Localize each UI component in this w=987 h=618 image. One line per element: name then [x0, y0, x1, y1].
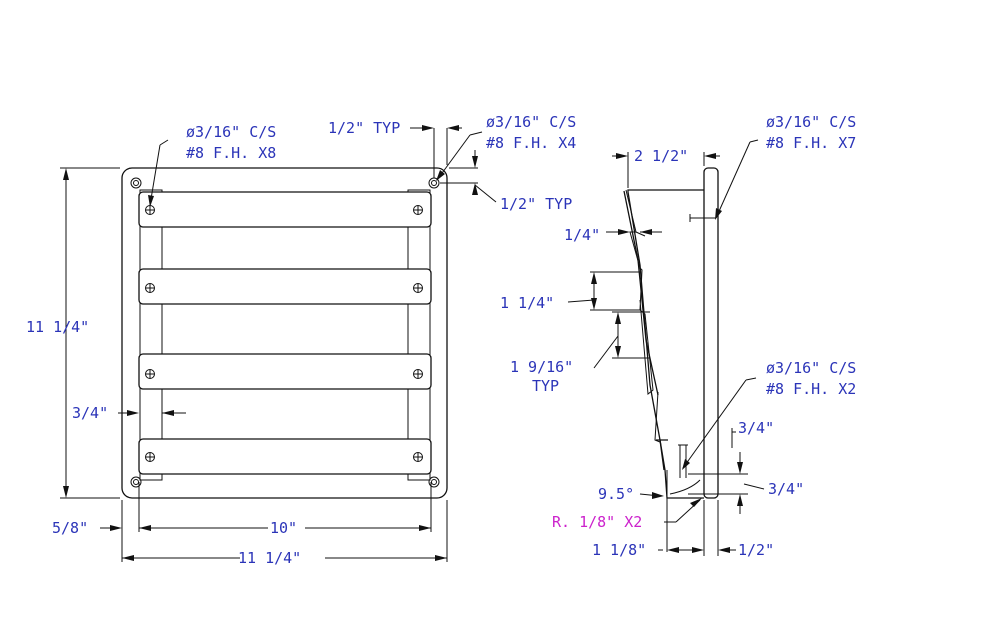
side-bottom-offset-dim: 3/4": [738, 419, 774, 437]
louver-blade: [138, 268, 432, 305]
right-rail: [407, 189, 431, 481]
front-inset-dim: 3/4": [72, 404, 108, 422]
side-bottom-offset-dim-2: 3/4": [768, 480, 804, 498]
side-hole-callout-x7-size: #8 F.H. X7: [766, 134, 856, 152]
front-height-dim: 11 1/4": [26, 318, 89, 336]
front-view: ø3/16" C/S #8 F.H. X8 1/2" TYP ø3/16" C/…: [26, 113, 576, 567]
side-depth-dim: 2 1/2": [634, 147, 688, 165]
front-inner-width-dim: 10": [270, 519, 297, 537]
louver-blade: [138, 438, 432, 475]
side-radius-note: R. 1/8" X2: [552, 513, 642, 531]
top-screw-hole: [689, 214, 716, 222]
side-angle-dim: 9.5°: [598, 485, 634, 503]
side-hole-callout-x7: ø3/16" C/S: [766, 113, 856, 131]
front-hole-callout-x8: ø3/16" C/S: [186, 123, 276, 141]
back-plate: [703, 167, 719, 499]
side-blade-spacing-typ: TYP: [532, 377, 559, 395]
louver-blade: [138, 353, 432, 390]
front-top-typ-dim: 1/2" TYP: [328, 119, 400, 137]
side-blade-width-dim: 1 1/4": [500, 294, 554, 312]
side-hole-callout-x2: ø3/16" C/S: [766, 359, 856, 377]
side-body-outline: [627, 189, 704, 499]
side-flange-dim: 1/2": [738, 541, 774, 559]
side-hole-callout-x2-size: #8 F.H. X2: [766, 380, 856, 398]
side-base-depth-dim: 1 1/8": [592, 541, 646, 559]
outer-frame: [121, 167, 448, 499]
side-view: 2 1/2" ø3/16" C/S #8 F.H. X7 1/4" 1 1/4"…: [500, 113, 856, 559]
side-blade-thickness-dim: 1/4": [564, 226, 600, 244]
blade-screws: [145, 205, 423, 462]
front-dimension-lines: [60, 125, 497, 562]
louver-blade: [138, 191, 432, 228]
front-hole-callout-x4-size: #8 F.H. X4: [486, 134, 576, 152]
front-hole-callout-x8-size: #8 F.H. X8: [186, 144, 276, 162]
side-dimension-lines: [567, 139, 765, 556]
corner-hole: [130, 177, 142, 189]
front-hole-callout-x4: ø3/16" C/S: [486, 113, 576, 131]
bottom-blade: [656, 439, 668, 471]
left-rail: [139, 189, 163, 481]
side-blade-spacing-dim: 1 9/16": [510, 358, 573, 376]
front-outer-width-dim: 11 1/4": [238, 549, 301, 567]
front-margin-dim: 5/8": [52, 519, 88, 537]
front-right-typ-dim: 1/2" TYP: [500, 195, 572, 213]
blade-edge: [623, 190, 659, 396]
